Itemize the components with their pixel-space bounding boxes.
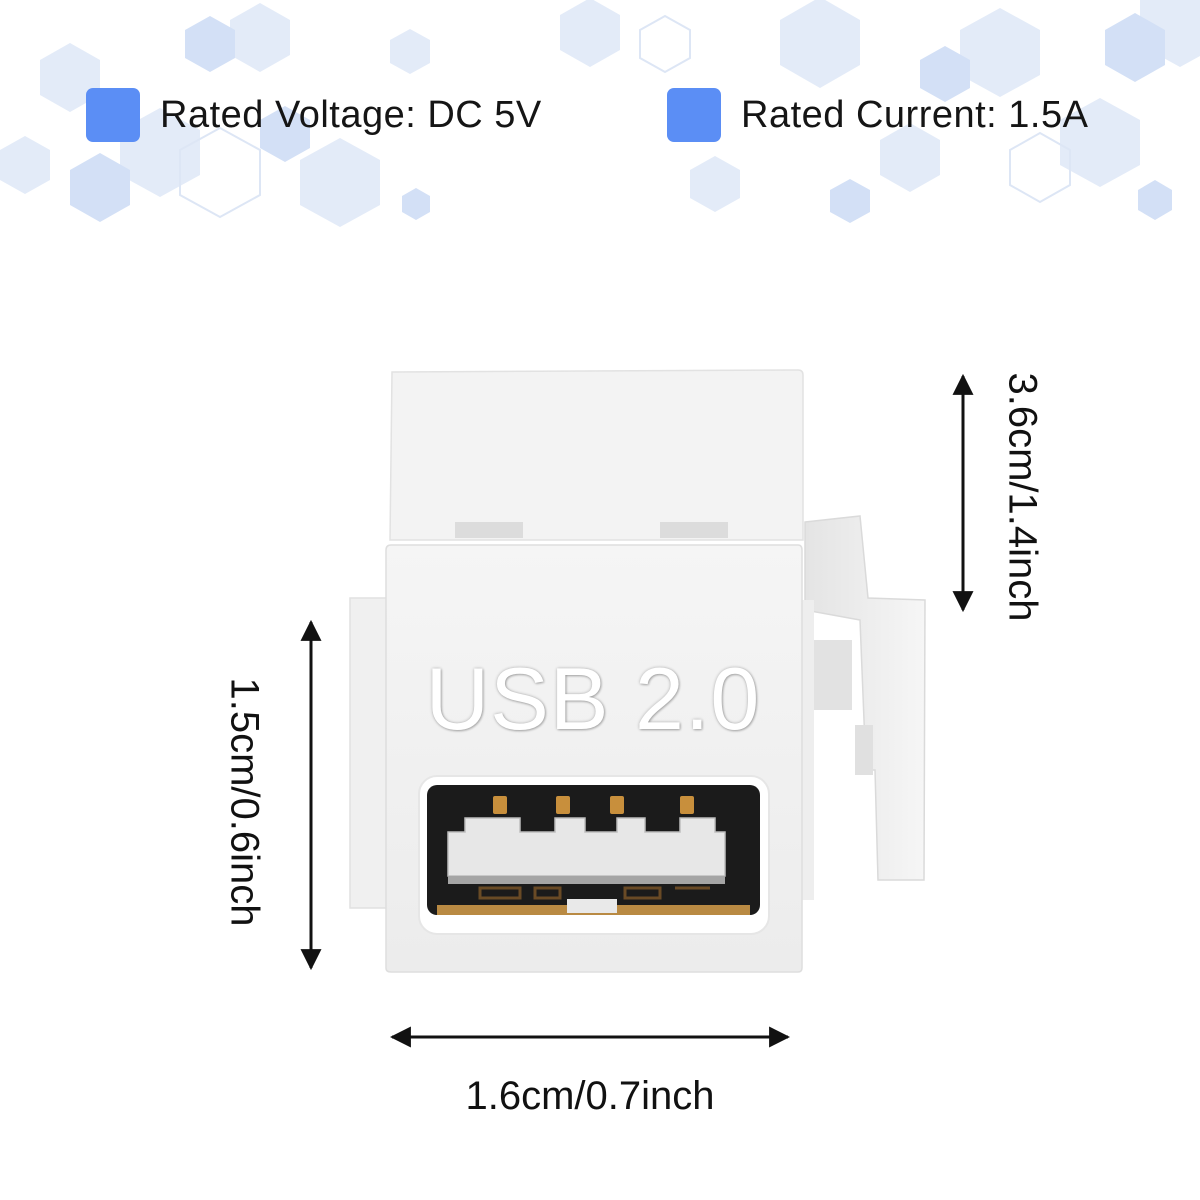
spec-bullet-square-icon: [86, 88, 140, 142]
spec-bullet-square-icon: [667, 88, 721, 142]
right-side-tab: [800, 600, 814, 900]
height-dimension-label: 1.5cm/0.6inch: [222, 677, 267, 927]
depth-dimension-label: 3.6cm/1.4inch: [1000, 372, 1045, 622]
spec-rated-voltage: Rated Voltage: DC 5V: [86, 88, 542, 142]
keystone-latch-clip: [804, 515, 926, 881]
width-dimension-label: 1.6cm/0.7inch: [465, 1074, 715, 1118]
spec-rated-voltage-label: Rated Voltage: DC 5V: [160, 93, 542, 136]
left-side-tab: [349, 597, 389, 909]
usb-a-port: [418, 775, 770, 935]
hexagon-background: [0, 0, 1200, 227]
usb-version-print: USB 2.0: [425, 649, 761, 748]
spec-rated-current-label: Rated Current: 1.5A: [741, 93, 1089, 136]
spec-rated-current: Rated Current: 1.5A: [667, 88, 1088, 142]
keystone-rear-body: [389, 369, 804, 541]
